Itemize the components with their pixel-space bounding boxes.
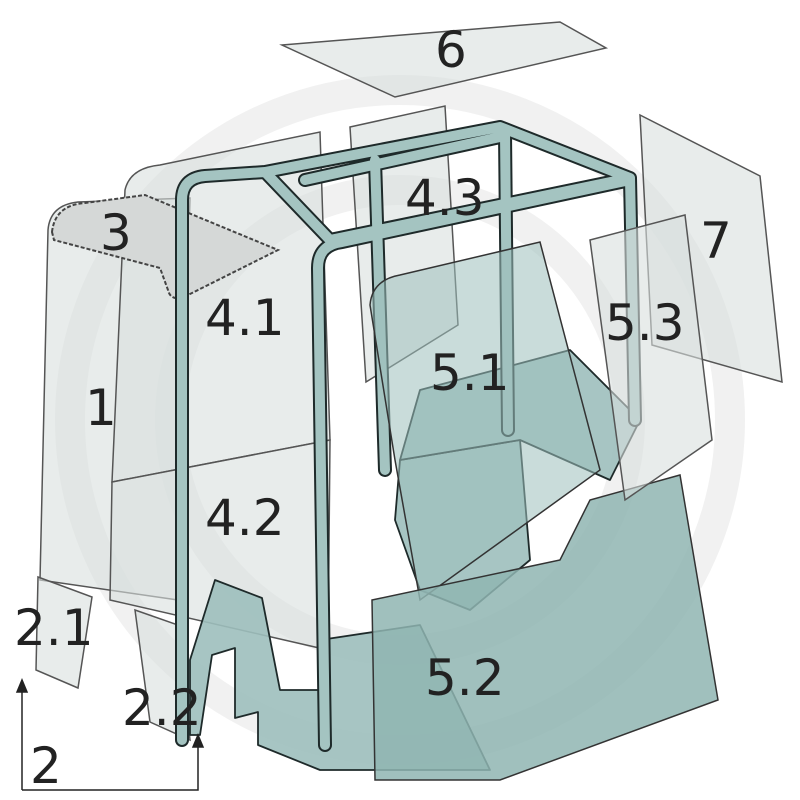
- label-7: 7: [700, 212, 732, 270]
- glass-panel-5-1: [369, 241, 601, 602]
- label-2-2: 2.2: [122, 679, 202, 737]
- part-2-bracket: [15, 678, 205, 791]
- glass-panel-5-2: [371, 474, 719, 781]
- label-2: 2: [30, 737, 62, 795]
- label-5-3: 5.3: [605, 294, 685, 352]
- label-1: 1: [85, 379, 117, 437]
- label-5-1: 5.1: [430, 344, 510, 402]
- label-4-2: 4.2: [205, 489, 285, 547]
- glass-panel-6: [279, 21, 609, 98]
- label-4-3: 4.3: [405, 169, 485, 227]
- label-4-1: 4.1: [205, 289, 285, 347]
- glass-panel-5-3: [589, 214, 713, 502]
- label-2-1: 2.1: [14, 599, 94, 657]
- label-6: 6: [435, 21, 467, 79]
- label-3: 3: [100, 204, 132, 262]
- label-5-2: 5.2: [425, 649, 505, 707]
- glass-panel-2-1: [35, 575, 93, 690]
